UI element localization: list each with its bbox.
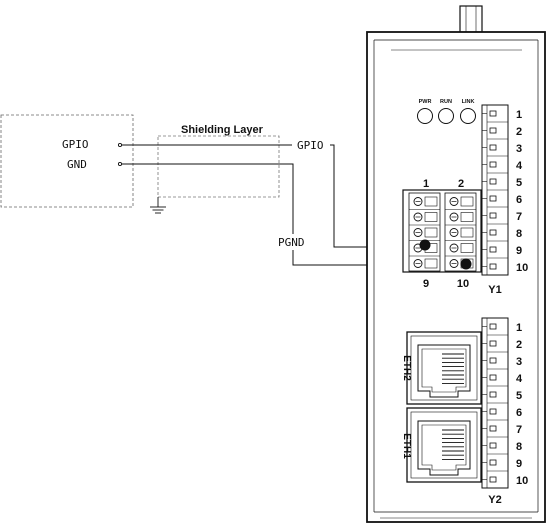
terminal-label-1: 1 xyxy=(423,178,429,190)
device-gpio-label: GPIO xyxy=(297,139,324,152)
y1-pin-number: 1 xyxy=(516,109,522,121)
led-label-link: LINK xyxy=(462,99,475,105)
terminal-connection-dot-pgnd xyxy=(460,258,472,270)
y2-pin-slot-icon xyxy=(489,323,497,330)
y1-pin-slot-icon xyxy=(489,246,497,253)
eth1-label: ETH1 xyxy=(401,433,412,459)
y2-pin-slot-icon xyxy=(489,391,497,398)
shielding-layer-label: Shielding Layer xyxy=(181,124,264,136)
connector-y1: Y1 xyxy=(481,104,509,296)
ethernet-port-eth1: ETH1 xyxy=(401,407,482,483)
terminal-screw-icon xyxy=(413,228,423,237)
y2-pin-slot-icon xyxy=(489,340,497,347)
y1-pin-slot-icon xyxy=(489,144,497,151)
terminal-screw-icon xyxy=(413,259,423,268)
y1-pin-number: 9 xyxy=(516,245,522,257)
y1-pin-number: 5 xyxy=(516,177,522,189)
y1-pin-slot-icon xyxy=(489,110,497,117)
led-label-pwr: PWR xyxy=(419,99,432,105)
led-label-run: RUN xyxy=(440,99,452,105)
y2-pin-number: 7 xyxy=(516,424,522,436)
y2-pin-slot-icon xyxy=(489,442,497,449)
y1-pin-slot-icon xyxy=(489,127,497,134)
connector-y2: Y2 xyxy=(481,317,509,506)
terminal-screw-icon xyxy=(449,259,459,268)
terminal-screw-icon xyxy=(449,197,459,206)
gpio-terminal xyxy=(117,142,123,148)
terminal-label-10: 10 xyxy=(457,278,469,290)
link-led-icon xyxy=(460,108,476,124)
led-indicators: PWR RUN LINK xyxy=(417,99,476,124)
external-gnd-label: GND xyxy=(67,158,87,171)
gnd-terminal xyxy=(117,161,123,167)
y2-pin-slot-icon xyxy=(489,459,497,466)
ethernet-port-eth2: ETH2 xyxy=(401,331,482,405)
y2-pin-slot-icon xyxy=(489,374,497,381)
y1-pin-number: 8 xyxy=(516,228,522,240)
y1-pin-number: 2 xyxy=(516,126,522,138)
y2-pin-number: 1 xyxy=(516,322,522,334)
y1-pin-slot-icon xyxy=(489,212,497,219)
y1-pin-number: 7 xyxy=(516,211,522,223)
connector-y2-label: Y2 xyxy=(488,494,501,506)
terminal-block: 1 2 9 10 xyxy=(402,178,482,290)
y1-pin-number: 4 xyxy=(516,160,523,172)
pwr-led-icon xyxy=(417,108,433,124)
terminal-connection-dot-gpio xyxy=(419,239,431,251)
connector-y1-label: Y1 xyxy=(488,284,501,296)
y2-pin-number: 5 xyxy=(516,390,522,402)
terminal-screw-icon xyxy=(413,197,423,206)
y2-pin-number: 2 xyxy=(516,339,522,351)
terminal-label-2: 2 xyxy=(458,178,464,190)
external-device-box xyxy=(0,114,134,208)
terminal-screw-icon xyxy=(449,228,459,237)
shielding-layer-box xyxy=(157,135,280,198)
y1-pin-slot-icon xyxy=(489,161,497,168)
y2-pin-slot-icon xyxy=(489,357,497,364)
y2-pin-slot-icon xyxy=(489,408,497,415)
ground-symbol xyxy=(150,197,166,214)
y2-pin-number: 4 xyxy=(516,373,523,385)
device-pgnd-label: PGND xyxy=(278,236,305,249)
y1-pin-slot-icon xyxy=(489,178,497,185)
terminal-label-9: 9 xyxy=(423,278,429,290)
y1-pin-number: 3 xyxy=(516,143,522,155)
device-housing xyxy=(366,5,546,523)
y1-pin-number: 6 xyxy=(516,194,522,206)
y2-pin-number: 10 xyxy=(516,475,528,487)
y1-pin-slot-icon xyxy=(489,263,497,270)
y1-pin-slot-icon xyxy=(489,195,497,202)
y2-pin-number: 3 xyxy=(516,356,522,368)
y1-pin-slot-icon xyxy=(489,229,497,236)
eth2-label: ETH2 xyxy=(401,355,412,381)
y2-pin-number: 6 xyxy=(516,407,522,419)
y2-pin-slot-icon xyxy=(489,425,497,432)
terminal-screw-icon xyxy=(413,212,423,222)
terminal-screw-icon xyxy=(449,243,459,253)
y1-pin-number: 10 xyxy=(516,262,528,274)
y2-pin-number: 8 xyxy=(516,441,522,453)
terminal-screw-icon xyxy=(449,212,459,222)
external-gpio-label: GPIO xyxy=(62,138,89,151)
run-led-icon xyxy=(438,108,454,124)
y2-pin-number: 9 xyxy=(516,458,522,470)
y2-pin-slot-icon xyxy=(489,476,497,483)
